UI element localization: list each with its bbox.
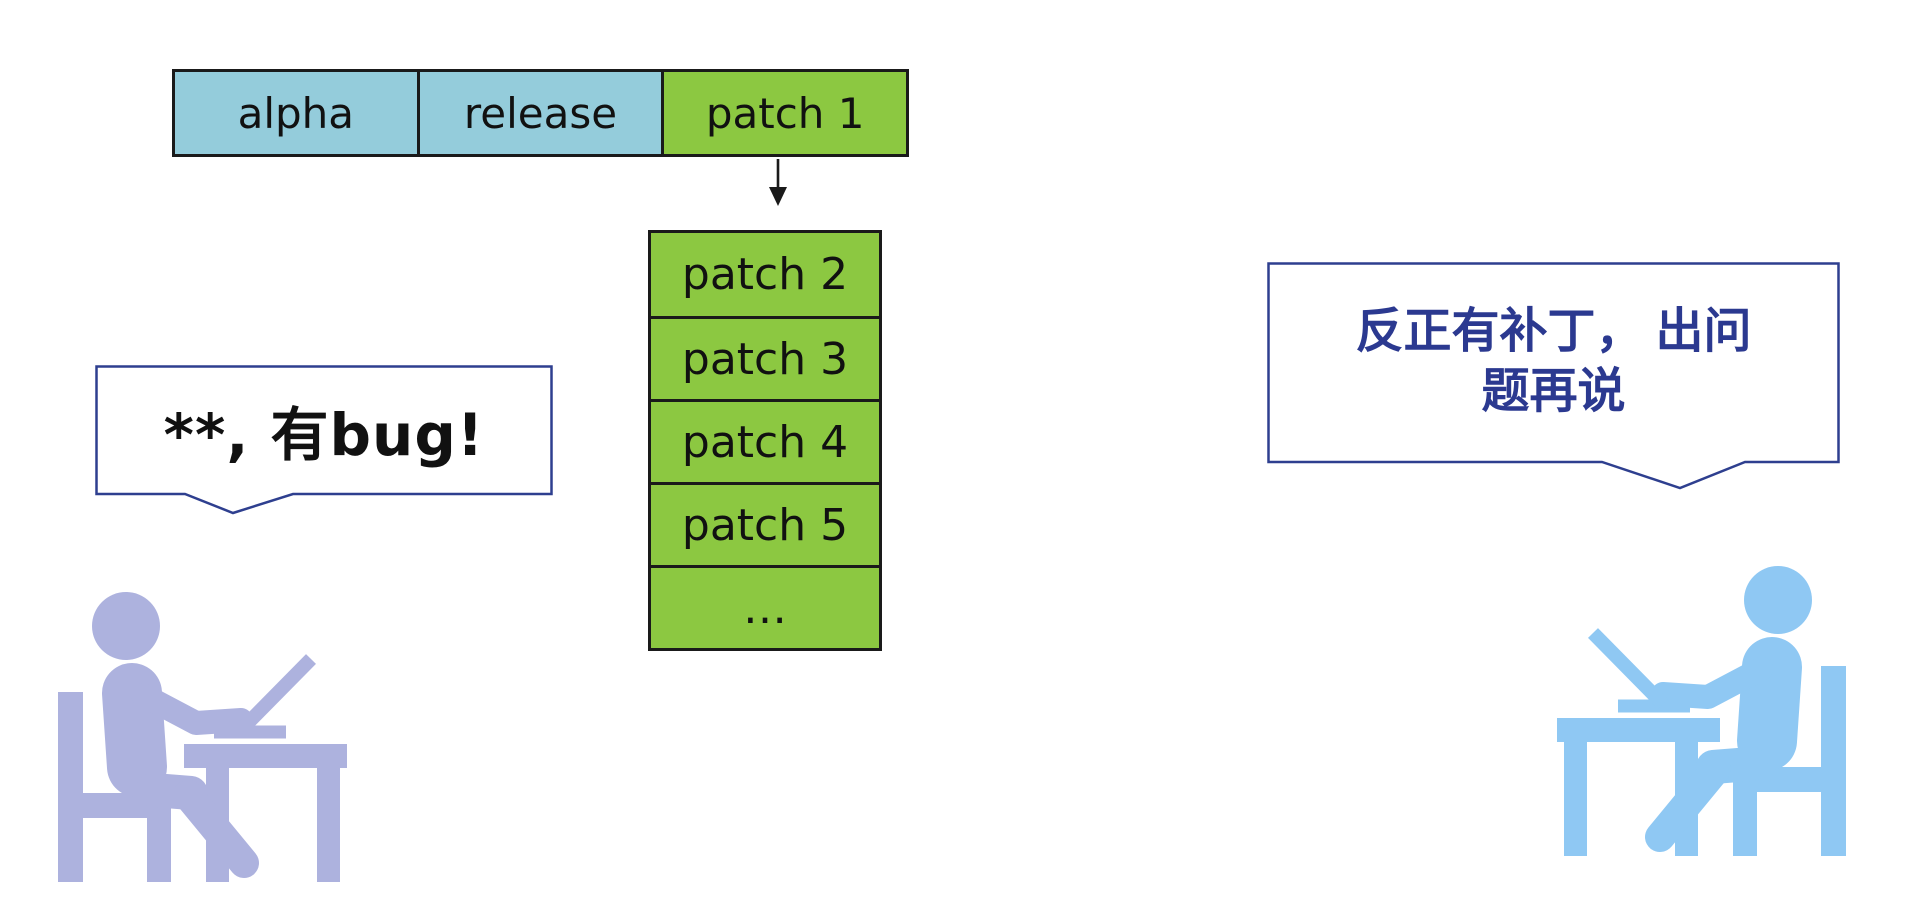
bar-cell-alpha-label: alpha xyxy=(237,88,355,138)
stack-cell-patch-5: patch 5 xyxy=(651,482,879,565)
stack-cell-patch-4: patch 4 xyxy=(651,399,879,482)
speech-bubble-right-outline xyxy=(1267,262,1840,490)
bar-cell-patch-1-label: patch 1 xyxy=(705,88,865,138)
speech-bubble-right-line1: 反正有补丁， 出问 xyxy=(1355,305,1752,358)
bar-cell-alpha: alpha xyxy=(175,72,417,154)
down-arrow-icon xyxy=(769,159,787,206)
stack-cell-patch-3: patch 3 xyxy=(651,316,879,399)
speech-bubble-left-text: **, 有bug! xyxy=(163,400,485,469)
patch-stack: patch 2 patch 3 patch 4 patch 5 … xyxy=(648,230,882,651)
speech-bubble-right-line2: 题再说 xyxy=(1481,365,1626,418)
bar-cell-release-label: release xyxy=(463,88,618,138)
stack-cell-ellipsis: … xyxy=(651,565,879,648)
person-at-desk-icon-left xyxy=(48,560,348,909)
speech-bubble-left: **, 有bug! xyxy=(95,365,553,517)
speech-bubble-left-outline xyxy=(95,365,553,515)
release-timeline-bar: alpha release patch 1 xyxy=(172,69,909,157)
stack-cell-patch-2: patch 2 xyxy=(651,233,879,316)
person-at-desk-icon-right xyxy=(1556,534,1856,884)
speech-bubble-right-text: 反正有补丁， 出问 题再说 xyxy=(1267,262,1840,462)
speech-bubble-right: 反正有补丁， 出问 题再说 xyxy=(1267,262,1840,491)
bar-cell-patch-1: patch 1 xyxy=(661,72,907,154)
bar-cell-release: release xyxy=(416,72,662,154)
